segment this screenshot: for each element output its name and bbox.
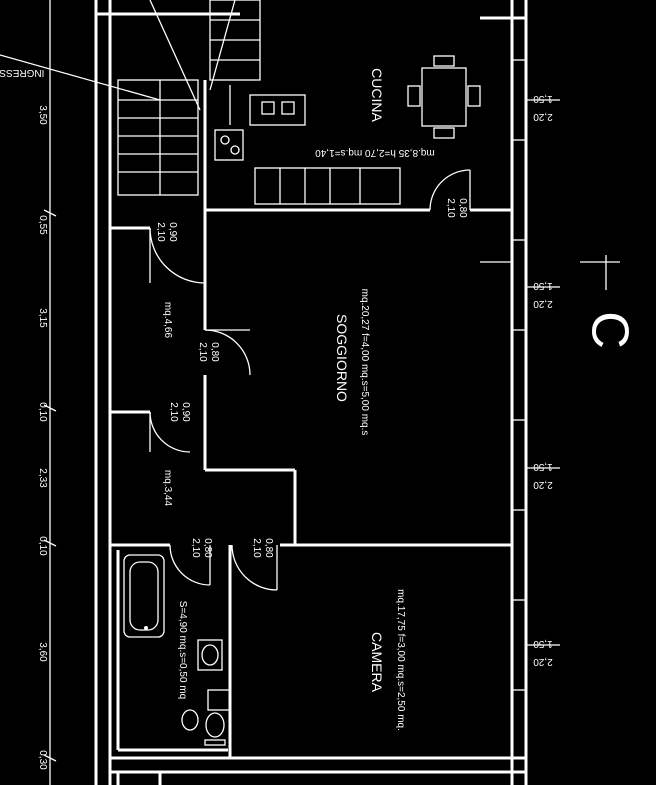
door-dim-bottom: 2,10: [251, 538, 262, 558]
door-dim-bottom: 2,10: [197, 342, 208, 362]
kitchen-fixtures: [214, 55, 481, 205]
window-dim-top: 1,50: [533, 638, 553, 649]
room-info-disimpegno: mq.4,66: [162, 302, 173, 339]
bathroom-fixtures: [123, 554, 231, 746]
door-dim-bottom: 2,10: [445, 198, 456, 218]
door-dim-top: 0,80: [263, 538, 274, 558]
window-dim-bottom: 2,20: [533, 298, 553, 309]
ingresso-label: INGRESSO: [0, 67, 44, 78]
left-dim: 3,15: [37, 308, 48, 328]
section-marker: C: [580, 255, 638, 349]
room-name-soggiorno: SOGGIORNO: [334, 314, 350, 402]
door-swings: [149, 169, 471, 591]
left-dimension-line: [43, 0, 57, 785]
door-dim-top: 0,80: [209, 342, 220, 362]
window-dim-top: 1,50: [533, 461, 553, 472]
door-dim-top: 0,80: [202, 538, 213, 558]
staircase: [0, 0, 261, 196]
room-name-camera: CAMERA: [369, 632, 385, 693]
door-dimensions: 0,90 2,10 0,80 2,10 0,90 2,10 0,80 2,10 …: [155, 198, 468, 558]
window-dim-top: 1,50: [533, 93, 553, 104]
windows: [480, 59, 560, 691]
door-dim-top: 0,90: [180, 402, 191, 422]
room-info-camera: mq.17,75 f=3,00 mq.s=2,50 mq.: [395, 589, 406, 731]
room-info-soggiorno: mq.20,27 f=4,00 mq.s=5,00 mq.s: [359, 289, 370, 436]
left-dim: 3,60: [37, 642, 48, 662]
window-dim-top: 1,50: [533, 280, 553, 291]
left-dim: 2,33: [37, 468, 48, 488]
window-dim-bottom: 2,20: [533, 656, 553, 667]
window-dim-bottom: 2,20: [533, 111, 553, 122]
section-marker-label: C: [580, 311, 638, 349]
left-dim: 0,30: [37, 750, 48, 770]
window-dimensions: 1,50 2,20 1,50 2,20 1,50 2,20 1,50 2,20: [533, 93, 553, 667]
room-labels: CUCINA mq.8,35 h=2,70 mq.s=1,40 SOGGIORN…: [0, 67, 435, 731]
door-dim-top: 0,80: [457, 198, 468, 218]
left-dim: 0,10: [37, 536, 48, 556]
room-info-corridoio: mq.3,44: [162, 470, 173, 507]
left-dim: 0,55: [37, 215, 48, 235]
door-dim-bottom: 2,10: [190, 538, 201, 558]
left-dim: 3,50: [37, 105, 48, 125]
room-info-bagno: S=4,90 mq.s=0,50 mq: [177, 601, 188, 699]
left-dim: 0,10: [37, 402, 48, 422]
window-dim-bottom: 2,20: [533, 479, 553, 490]
door-dim-top: 0,90: [167, 222, 178, 242]
room-info-cucina: mq.8,35 h=2,70 mq.s=1,40: [315, 147, 435, 158]
door-dim-bottom: 2,10: [168, 402, 179, 422]
walls: [94, 0, 528, 785]
left-dimensions: 3,50 0,55 3,15 0,10 2,33 0,10 3,60 0,30: [37, 105, 48, 770]
door-dim-bottom: 2,10: [155, 222, 166, 242]
room-name-cucina: CUCINA: [369, 68, 385, 122]
